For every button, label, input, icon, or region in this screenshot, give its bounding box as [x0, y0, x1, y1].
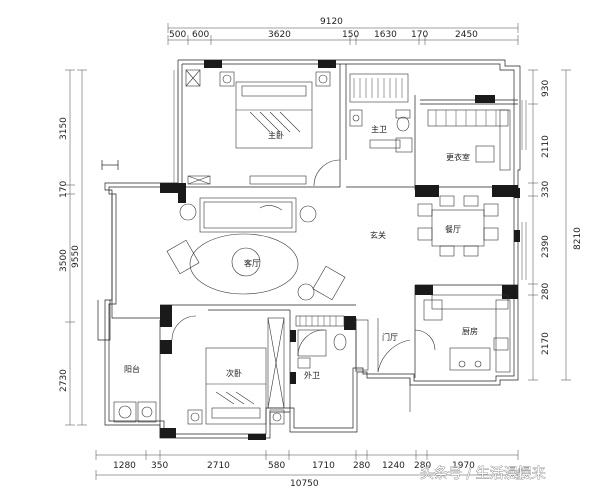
- room-label-balcony: 阳台: [124, 364, 140, 374]
- top-dim-seg-4: 150: [342, 30, 359, 40]
- right-dim-total: 8210: [573, 227, 583, 250]
- room-label-dining: 餐厅: [445, 225, 461, 234]
- bottom-dim-seg-5: 1710: [312, 461, 335, 471]
- living-room-furniture: [166, 197, 346, 301]
- right-dim-seg-3: 330: [541, 181, 551, 198]
- balcony-fixtures: [113, 401, 157, 423]
- bottom-dim-seg-7: 1240: [382, 461, 405, 471]
- bottom-dim-seg-6: 280: [353, 461, 370, 471]
- second-bedroom-furniture: [171, 315, 285, 425]
- dining-furniture: [417, 195, 499, 257]
- master-bedroom-furniture: [185, 69, 341, 187]
- right-dim-seg-1: 930: [541, 80, 551, 97]
- bottom-dim-seg-3: 2710: [207, 461, 230, 471]
- watermark-text: 头条号 / 生活漫慢来: [420, 465, 546, 482]
- right-dim-seg-4: 2390: [541, 235, 551, 258]
- bottom-dim-seg-4: 580: [268, 461, 285, 471]
- room-label-guest-bath: 外卫: [304, 370, 320, 380]
- top-dimension-chain: 9120 500 600 3620 150 1630 170 2450: [167, 17, 519, 45]
- bottom-dim-seg-9: 1970: [452, 461, 475, 471]
- room-label-second-bedroom: 次卧: [226, 368, 242, 378]
- top-dim-seg-3: 3620: [268, 30, 291, 40]
- right-dim-seg-5: 280: [541, 283, 551, 300]
- top-dim-seg-5: 1630: [374, 30, 397, 40]
- left-dimension-chain: 9550 3150 170 3500 2730: [59, 69, 87, 426]
- top-dim-seg-2: 600: [192, 30, 209, 40]
- room-label-foyer: 玄关: [370, 230, 386, 240]
- right-dimension-chain: 930 2110 330 2390 280 2170 8210: [528, 69, 583, 381]
- outer-walls: [97, 59, 527, 439]
- left-dim-seg-2: 170: [59, 181, 69, 198]
- room-label-living: 客厅: [244, 258, 260, 268]
- entry-door: [355, 318, 411, 412]
- top-dim-seg-6: 170: [411, 30, 428, 40]
- room-label-kitchen: 厨房: [462, 326, 478, 336]
- walk-in-closet-fixtures: [427, 109, 511, 171]
- left-dim-seg-1: 3150: [59, 117, 69, 140]
- right-dim-seg-6: 2170: [541, 332, 551, 355]
- top-dim-total: 9120: [320, 17, 343, 27]
- bottom-dim-total: 10750: [290, 479, 319, 489]
- left-dim-seg-4: 2730: [59, 369, 69, 392]
- right-dim-seg-2: 2110: [541, 135, 551, 158]
- kitchen-fixtures: [414, 294, 511, 373]
- top-dim-seg-7: 2450: [455, 30, 478, 40]
- bottom-dimension-chain: 1280 350 2710 580 1710 280 1240 280 1970…: [95, 450, 519, 489]
- master-bath-fixtures: [349, 73, 413, 153]
- room-label-master-bedroom: 主卧: [268, 130, 284, 140]
- room-label-walk-in-closet: 更衣室: [446, 152, 470, 162]
- guest-bath-fixtures: [295, 315, 347, 369]
- room-label-master-bath: 主卫: [371, 124, 387, 134]
- top-dim-seg-1: 500: [169, 30, 186, 40]
- left-dim-seg-3: 3500: [59, 249, 69, 272]
- bottom-dim-seg-2: 350: [151, 461, 168, 471]
- left-dim-total: 9550: [71, 245, 81, 268]
- bottom-dim-seg-8: 280: [414, 461, 431, 471]
- room-label-entry-hall: 门厅: [382, 332, 398, 342]
- bottom-dim-seg-1: 1280: [113, 461, 136, 471]
- structural-columns: [160, 60, 520, 440]
